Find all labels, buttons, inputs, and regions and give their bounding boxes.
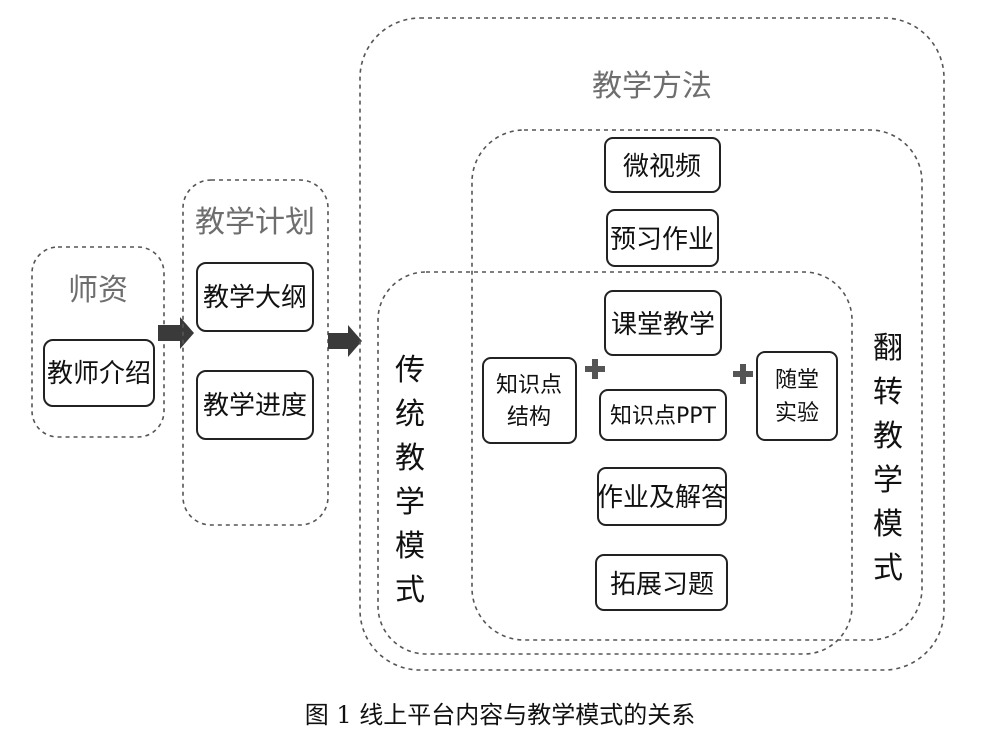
flipped-mode-label: 翻转教学模式 bbox=[873, 331, 903, 586]
traditional-mode-label: 传统教学模式 bbox=[395, 353, 425, 608]
micro-video-box bbox=[604, 137, 721, 193]
class-experiment-box bbox=[756, 351, 838, 441]
homework-answers-box bbox=[597, 467, 727, 526]
knowledge-structure-label-line2: 结构 bbox=[507, 405, 551, 430]
teacher-intro-box bbox=[43, 339, 155, 407]
flipped-group-border bbox=[471, 129, 923, 641]
traditional-group-border bbox=[377, 271, 853, 655]
classroom-teaching-box bbox=[604, 290, 722, 356]
schedule-box bbox=[196, 370, 314, 440]
knowledge-ppt-label: 知识点PPT bbox=[610, 404, 717, 429]
schedule-label: 教学进度 bbox=[203, 391, 307, 421]
class-experiment-label-line1: 随堂 bbox=[775, 368, 819, 393]
syllabus-box bbox=[196, 262, 314, 332]
homework-answers-label: 作业及解答 bbox=[597, 483, 727, 513]
arrow-plan-to-methods bbox=[328, 325, 362, 357]
plus-icon bbox=[585, 359, 605, 379]
plan-group-label: 教学计划 bbox=[195, 205, 315, 240]
arrow-faculty-to-plan bbox=[158, 317, 194, 349]
syllabus-label: 教学大纲 bbox=[203, 283, 307, 313]
figure-caption: 图 1 线上平台内容与教学模式的关系 bbox=[304, 701, 696, 729]
knowledge-ppt-box bbox=[599, 389, 727, 441]
faculty-group-label: 师资 bbox=[68, 273, 128, 308]
class-experiment-label-line2: 实验 bbox=[775, 401, 819, 426]
micro-video-label: 微视频 bbox=[623, 152, 701, 182]
plus-icon bbox=[733, 364, 753, 384]
knowledge-structure-box bbox=[482, 357, 577, 444]
extension-exercises-box bbox=[595, 554, 728, 611]
preview-homework-box bbox=[606, 209, 719, 267]
knowledge-structure-label-line1: 知识点 bbox=[496, 373, 562, 398]
methods-group-border bbox=[359, 17, 945, 671]
classroom-teaching-label: 课堂教学 bbox=[611, 310, 715, 340]
extension-exercises-label: 拓展习题 bbox=[610, 570, 714, 600]
preview-homework-label: 预习作业 bbox=[610, 225, 714, 255]
faculty-group-border bbox=[31, 246, 165, 438]
teacher-intro-label: 教师介绍 bbox=[47, 359, 151, 389]
methods-group-label: 教学方法 bbox=[592, 69, 712, 104]
